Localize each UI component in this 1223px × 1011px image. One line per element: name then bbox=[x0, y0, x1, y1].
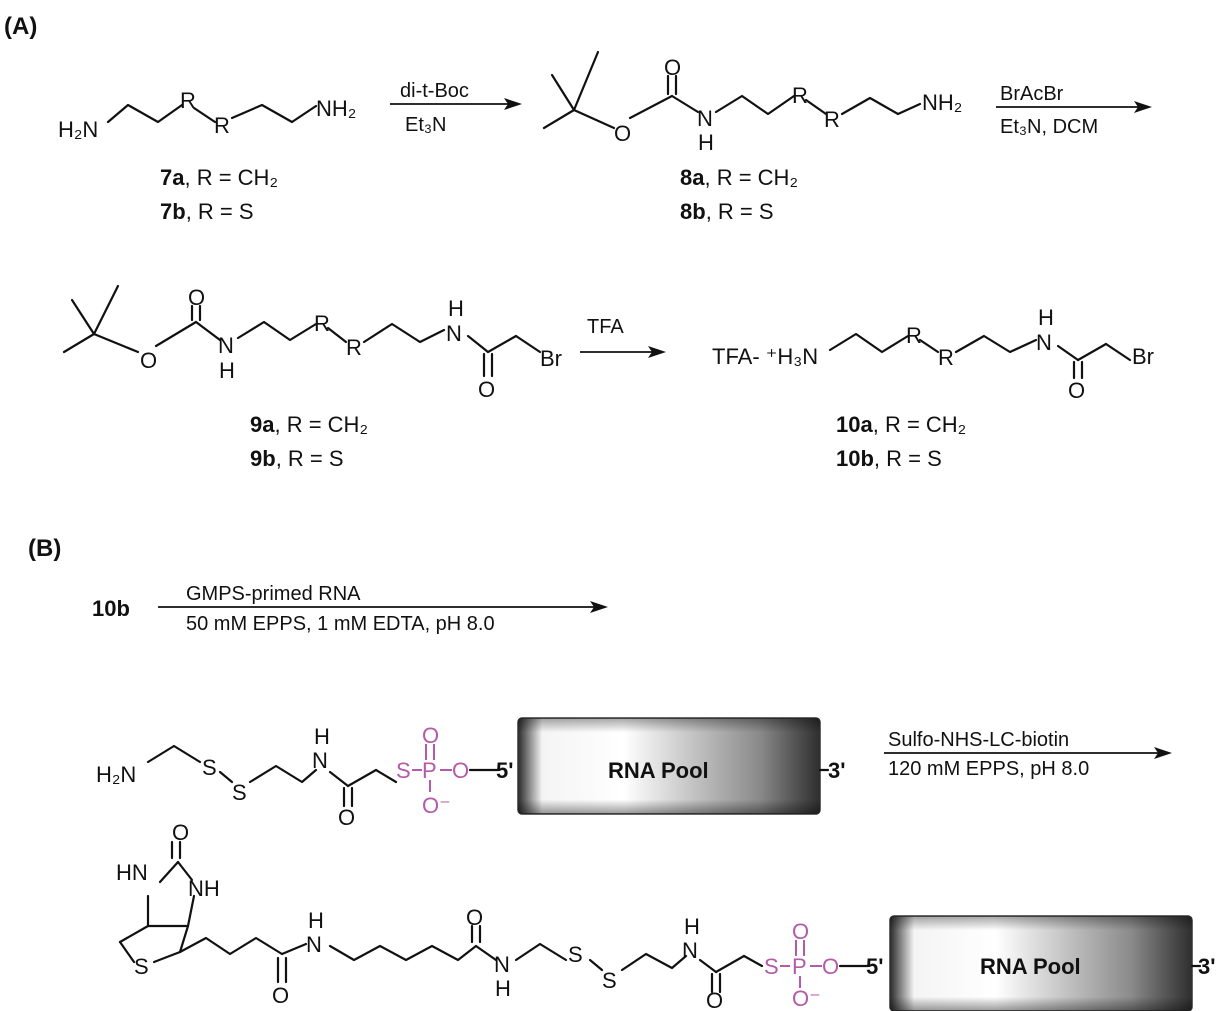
atom-h: H bbox=[698, 130, 714, 155]
atom-p: P bbox=[792, 954, 807, 979]
atom-s: S bbox=[764, 954, 779, 979]
panel-a-label: (A) bbox=[4, 13, 37, 40]
compound-7a-label: 7a, R = CH₂ bbox=[160, 165, 278, 190]
atom-o-minus: O⁻ bbox=[422, 793, 451, 818]
atom-s: S bbox=[568, 942, 583, 967]
atom-n: N bbox=[682, 938, 698, 963]
atom-n: N bbox=[306, 932, 322, 957]
atom-h: H bbox=[495, 976, 511, 1001]
atom-nh2: NH₂ bbox=[922, 90, 962, 115]
atom-h: H bbox=[308, 908, 324, 933]
atom-o: O bbox=[272, 983, 289, 1008]
five-prime-label: 5' bbox=[496, 758, 513, 783]
compound-9-structure: O O N H R R N H O Br bbox=[62, 284, 562, 402]
atom-r: R bbox=[214, 113, 230, 138]
atom-o-minus: O⁻ bbox=[792, 986, 821, 1011]
atom-s: S bbox=[232, 780, 247, 805]
atom-s: S bbox=[134, 954, 149, 979]
atom-r: R bbox=[906, 323, 922, 348]
compound-9b-label: 9b, R = S bbox=[250, 446, 344, 471]
reagent-et3n-dcm: Et₃N, DCM bbox=[1000, 116, 1098, 138]
compound-10a-label: 10a, R = CH₂ bbox=[836, 412, 966, 437]
reagent-bracbr: BrAcBr bbox=[1000, 83, 1064, 105]
compound-8a-label: 8a, R = CH₂ bbox=[680, 165, 798, 190]
atom-p: P bbox=[422, 758, 437, 783]
arrow-head-icon bbox=[590, 601, 608, 613]
atom-tfa-salt: TFA- ⁺H₃N bbox=[712, 344, 818, 369]
atom-o: O bbox=[664, 55, 681, 80]
reagent-et3n: Et₃N bbox=[405, 114, 446, 136]
biotin-product-structure: O HN NH S N H O O N H S S N H O S P O O⁻… bbox=[116, 820, 883, 1011]
atom-o: O bbox=[466, 905, 483, 930]
arrow-head-icon bbox=[1134, 101, 1152, 113]
atom-h: H bbox=[314, 724, 330, 749]
rna-pool-label: RNA Pool bbox=[980, 954, 1081, 979]
atom-n: N bbox=[218, 333, 234, 358]
three-prime-label: 3' bbox=[828, 758, 845, 783]
atom-s: S bbox=[602, 968, 617, 993]
atom-o: O bbox=[452, 758, 469, 783]
panel-b-label: (B) bbox=[28, 535, 61, 562]
atom-o: O bbox=[188, 285, 205, 310]
atom-h2n: H₂N bbox=[58, 117, 98, 142]
reagent-tfa: TFA bbox=[587, 316, 624, 338]
atom-n: N bbox=[446, 321, 462, 346]
atom-o: O bbox=[338, 805, 355, 830]
atom-h: H bbox=[684, 914, 700, 939]
atom-r: R bbox=[792, 83, 808, 108]
arrow-head-icon bbox=[504, 98, 522, 110]
atom-n: N bbox=[1036, 330, 1052, 355]
five-prime-label: 5' bbox=[866, 954, 883, 979]
atom-o: O bbox=[706, 988, 723, 1011]
three-prime-label: 3' bbox=[1198, 954, 1215, 979]
arrow-head-icon bbox=[1154, 747, 1172, 759]
atom-r: R bbox=[180, 88, 196, 113]
atom-h: H bbox=[448, 296, 464, 321]
atom-o: O bbox=[1068, 378, 1085, 403]
atom-o: O bbox=[422, 723, 439, 748]
atom-o: O bbox=[792, 919, 809, 944]
arrow-head-icon bbox=[648, 346, 666, 358]
compound-10-structure: TFA- ⁺H₃N R R N H O Br bbox=[712, 305, 1154, 403]
atom-br: Br bbox=[540, 346, 562, 371]
compound-10b-reactant: 10b bbox=[92, 596, 130, 621]
compound-7-structure: H₂N R R NH₂ bbox=[58, 88, 356, 142]
atom-h: H bbox=[219, 358, 235, 383]
disulfide-rna-structure: H₂N S S N H O S P O O⁻ O 5' bbox=[96, 723, 513, 830]
atom-o: O bbox=[478, 377, 495, 402]
reagent-epps-edta: 50 mM EPPS, 1 mM EDTA, pH 8.0 bbox=[186, 613, 495, 635]
atom-br: Br bbox=[1132, 344, 1154, 369]
compound-10b-label: 10b, R = S bbox=[836, 446, 942, 471]
reagent-sulfo-nhs-lc-biotin: Sulfo-NHS-LC-biotin bbox=[888, 729, 1069, 751]
reagent-di-t-boc: di-t-Boc bbox=[400, 80, 469, 102]
atom-n: N bbox=[697, 106, 713, 131]
atom-n: N bbox=[494, 952, 510, 977]
atom-r: R bbox=[824, 107, 840, 132]
rna-pool-block: RNA Pool bbox=[889, 915, 1193, 1011]
atom-h2n: H₂N bbox=[96, 762, 136, 787]
atom-s: S bbox=[202, 755, 217, 780]
atom-s: S bbox=[396, 758, 411, 783]
compound-8-structure: O O N H R R NH₂ bbox=[542, 50, 962, 155]
atom-nh: NH bbox=[188, 876, 220, 901]
atom-r: R bbox=[938, 345, 954, 370]
atom-r: R bbox=[314, 311, 330, 336]
compound-9a-label: 9a, R = CH₂ bbox=[250, 412, 368, 437]
rna-pool-block: RNA Pool bbox=[517, 717, 821, 815]
compound-7b-label: 7b, R = S bbox=[160, 199, 254, 224]
atom-n: N bbox=[312, 748, 328, 773]
atom-hn: HN bbox=[116, 860, 148, 885]
atom-o: O bbox=[172, 820, 189, 845]
reagent-epps-ph8: 120 mM EPPS, pH 8.0 bbox=[888, 758, 1089, 780]
atom-o: O bbox=[614, 121, 631, 146]
atom-o: O bbox=[822, 954, 839, 979]
rna-pool-label: RNA Pool bbox=[608, 758, 709, 783]
compound-8b-label: 8b, R = S bbox=[680, 199, 774, 224]
atom-nh2: NH₂ bbox=[316, 96, 356, 121]
reagent-gmps-primed-rna: GMPS-primed RNA bbox=[186, 583, 361, 605]
atom-o: O bbox=[140, 348, 157, 373]
atom-r: R bbox=[346, 335, 362, 360]
atom-h: H bbox=[1038, 305, 1054, 330]
